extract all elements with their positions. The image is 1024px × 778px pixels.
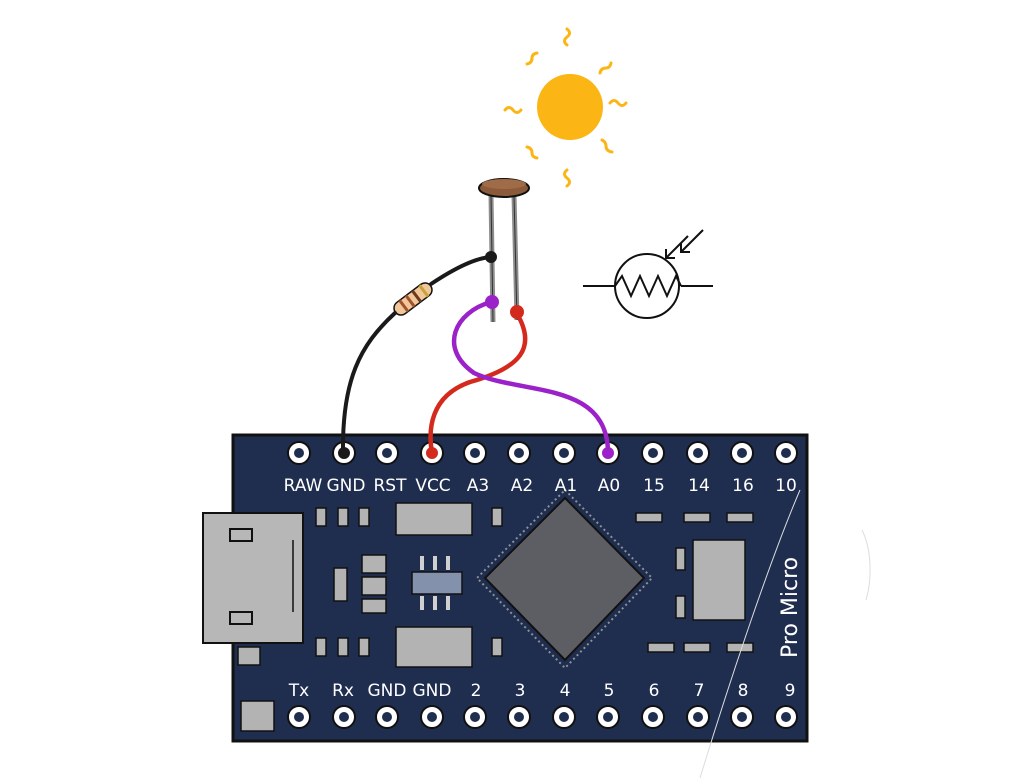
pin-label-4: 4 [560,681,571,701]
pin-label-10: 10 [775,476,797,496]
pin-label-raw: RAW [284,476,323,496]
pin-label-6: 6 [649,681,660,701]
pin-label-gnd-1: GND [368,681,407,701]
smd-components [237,502,754,732]
board-name-label: Pro Micro [778,557,803,658]
ic-pins [420,556,450,610]
pin-label-gnd-2: GND [413,681,452,701]
usb-connector [202,512,304,644]
pin-label-8: 8 [738,681,749,701]
pro-micro-board: RAW GND RST VCC A3 A2 A1 A0 15 14 16 10 … [202,433,809,743]
pin-label-rx: Rx [332,681,354,701]
top-pin-labels: RAW GND RST VCC A3 A2 A1 A0 15 14 16 10 [284,476,797,496]
pin-label-2: 2 [471,681,482,701]
pin-label-tx: Tx [288,681,309,701]
wire-red-vcc [428,309,528,456]
sketch-lines [699,489,871,778]
pin-label-a1: A1 [555,476,577,496]
microcontroller-chip [475,488,654,670]
pin-label-rst: RST [374,476,408,496]
pin-label-15: 15 [643,476,665,496]
bottom-pin-header [287,705,798,729]
pin-label-a2: A2 [511,476,533,496]
pin-label-7: 7 [694,681,705,701]
pin-label-9: 9 [785,681,796,701]
pin-label-3: 3 [515,681,526,701]
sun-icon [503,27,628,188]
wire-black-resistor-gnd [340,311,397,455]
top-pin-header [287,441,798,465]
resistor [393,282,433,316]
pin-label-5: 5 [604,681,615,701]
wire-black-resistor-ldr [429,255,493,286]
pin-label-a0: A0 [598,476,620,496]
wires [338,251,614,459]
pin-label-a3: A3 [467,476,489,496]
pin-label-14: 14 [688,476,710,496]
pin-label-16: 16 [732,476,754,496]
ldr-schematic-symbol [583,229,713,319]
bottom-pin-labels: Tx Rx GND GND 2 3 4 5 6 7 8 9 [288,681,796,701]
pin-label-gnd: GND [327,476,366,496]
pin-label-vcc: VCC [415,476,450,496]
wire-purple-a0 [451,299,611,456]
